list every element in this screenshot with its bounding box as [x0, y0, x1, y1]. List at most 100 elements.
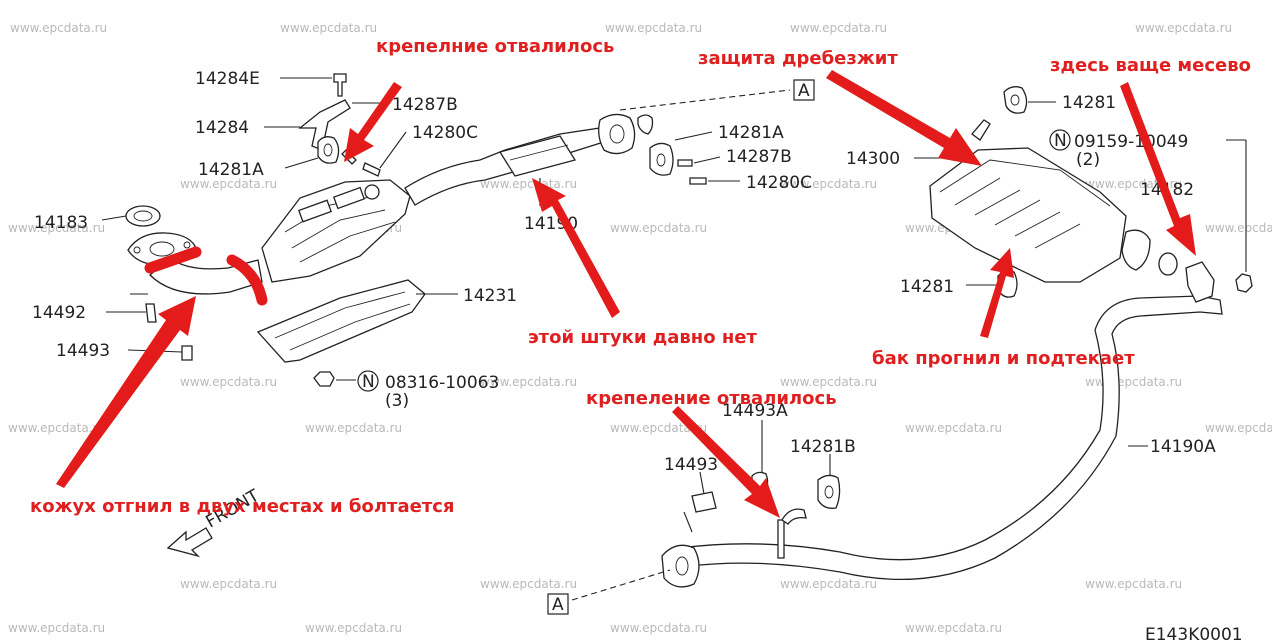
watermark: www.epcdata.ru [1205, 421, 1272, 435]
tail-pipe-hanger [777, 519, 785, 559]
label-14287B-left: 14287B [392, 95, 458, 115]
annotation-cover-rotten: кожух отгнил в двух местах и болтается [30, 496, 455, 517]
center-pipe-resonator [498, 135, 577, 177]
annotation-part-missing: этой штуки давно нет [528, 327, 758, 348]
rubber-mount-14281B [817, 474, 841, 509]
svg-text:A: A [552, 595, 564, 615]
watermark: www.epcdata.ru [905, 421, 1002, 435]
catalytic-converter [261, 179, 411, 283]
label-14281-bottom: 14281 [900, 277, 954, 297]
ref-box-a-top: A [793, 79, 815, 101]
watermark: www.epcdata.ru [180, 375, 277, 389]
label-09159: 09159-10049 [1074, 132, 1188, 152]
nut-14493-left [181, 345, 193, 361]
ref-box-a-bottom: A [547, 593, 569, 615]
rubber-mount-upper [637, 114, 654, 135]
muffler-assembly [929, 86, 1253, 298]
annotation-mess-here: здесь ваще месево [1050, 55, 1251, 76]
watermark: www.epcdata.ru [480, 177, 577, 191]
nut-09159 [1235, 273, 1253, 293]
svg-text:N: N [362, 372, 375, 392]
bolt-14284E [333, 73, 347, 97]
svg-text:A: A [798, 81, 810, 101]
nut-symbol-right: N [1049, 129, 1071, 151]
label-14493A: 14493A [722, 401, 788, 421]
muffler-14300 [929, 147, 1127, 283]
gasket-14182 [1158, 252, 1178, 276]
watermark: www.epcdata.ru [180, 177, 277, 191]
label-08316: 08316-10063 [385, 373, 499, 393]
watermark: www.epcdata.ru [480, 375, 577, 389]
watermark: www.epcdata.ru [305, 421, 402, 435]
svg-text:N: N [1054, 131, 1067, 151]
watermark: www.epcdata.ru [1135, 21, 1232, 35]
label-08316-qty: (3) [385, 391, 409, 411]
label-09159-qty: (2) [1076, 150, 1100, 170]
label-14284: 14284 [195, 118, 249, 138]
watermark: www.epcdata.ru [280, 21, 377, 35]
rubber-mount-14281A-right [649, 142, 674, 176]
watermark: www.epcdata.ru [610, 621, 707, 635]
watermark: www.epcdata.ru [605, 21, 702, 35]
red-arrow-tank [980, 248, 1014, 338]
rubber-mount-14281A-left [317, 136, 340, 164]
label-14281A-left: 14281A [198, 160, 264, 180]
watermark: www.epcdata.ru [610, 421, 707, 435]
watermark: www.epcdata.ru [8, 621, 105, 635]
tail-pipe-front-flange [661, 544, 700, 588]
nut-symbol-left: N [357, 370, 379, 392]
watermark: www.epcdata.ru [610, 221, 707, 235]
heat-shield-14231 [256, 279, 426, 363]
red-arrow-mess [1120, 82, 1196, 256]
red-arrow-mount-top [344, 82, 402, 162]
annotations: крепелние отвалилось защита дребезжит зд… [30, 36, 1251, 517]
red-damage-marks [144, 246, 268, 306]
label-14493-bottom: 14493 [664, 455, 718, 475]
annotation-mount-fell-off-top: крепелние отвалилось [376, 36, 614, 57]
label-14493-left: 14493 [56, 341, 110, 361]
watermark: www.epcdata.ru [1085, 577, 1182, 591]
label-14281-top: 14281 [1062, 93, 1116, 113]
tail-pipe-assembly [661, 261, 1223, 588]
annotation-tank-rotten: бак прогнил и подтекает [872, 348, 1135, 369]
bolt-14280C-left [362, 162, 381, 177]
bolt-14280C-right [689, 177, 707, 185]
label-14281B: 14281B [790, 437, 856, 457]
tail-pipe-rear-flange [1185, 261, 1215, 303]
watermark: www.epcdata.ru [8, 221, 105, 235]
front-arrow-icon [166, 527, 213, 558]
rubber-mount-14281-top [1003, 86, 1028, 114]
label-14287B-right: 14287B [726, 147, 792, 167]
red-arrow-mount-bottom [672, 406, 780, 518]
label-14280C-right: 14280C [746, 173, 812, 193]
label-14231: 14231 [463, 286, 517, 306]
label-14284E: 14284E [195, 69, 260, 89]
watermark: www.epcdata.ru [8, 421, 105, 435]
muffler-outlet-flange [1121, 229, 1151, 271]
red-arrow-missing [532, 178, 620, 318]
bracket-14284 [298, 99, 351, 151]
watermark: www.epcdata.ru [790, 21, 887, 35]
watermarks: www.epcdata.ru www.epcdata.ru www.epcdat… [8, 21, 1272, 635]
gasket-14183 [125, 205, 161, 227]
label-14280C-left: 14280C [412, 123, 478, 143]
center-pipe-flange [598, 113, 636, 155]
watermark: www.epcdata.ru [905, 621, 1002, 635]
stud-14492 [145, 303, 157, 323]
watermark: www.epcdata.ru [1085, 375, 1182, 389]
center-mount-parts [637, 114, 707, 185]
watermark: www.epcdata.ru [10, 21, 107, 35]
muffler-hanger [971, 119, 991, 141]
watermark: www.epcdata.ru [780, 177, 877, 191]
label-14281A-right: 14281A [718, 123, 784, 143]
label-14492: 14492 [32, 303, 86, 323]
watermark: www.epcdata.ru [1205, 221, 1272, 235]
watermark: www.epcdata.ru [480, 577, 577, 591]
watermark: www.epcdata.ru [305, 621, 402, 635]
tail-pipe-14190A [678, 295, 1223, 581]
watermark: www.epcdata.ru [180, 577, 277, 591]
label-14300: 14300 [846, 149, 900, 169]
figure-code: E143K0001 [1145, 625, 1243, 642]
